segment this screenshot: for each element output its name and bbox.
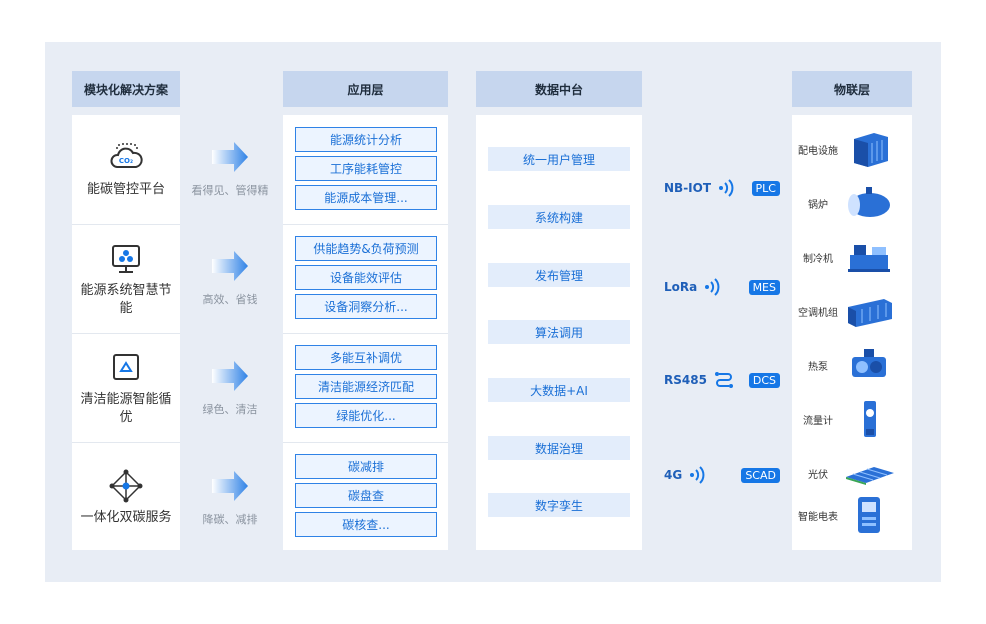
arrow-right-icon <box>212 361 248 391</box>
divider <box>283 442 448 443</box>
arrow-caption: 高效、省钱 <box>202 293 258 306</box>
co2-cloud-icon: CO₂ <box>110 142 143 168</box>
monitor-icon <box>112 244 140 273</box>
network-icon <box>109 469 143 502</box>
protocol-row: RS485 DCS <box>664 368 780 392</box>
protocol-badge: MES <box>748 279 780 295</box>
protocol-badge: SCAD <box>741 467 780 483</box>
protocol-row: LoRa MES <box>664 275 780 299</box>
platform-item[interactable]: 数字孪生 <box>488 493 630 517</box>
iot-device[interactable]: 智能电表 <box>792 493 912 537</box>
app-item[interactable]: 碳盘查 <box>295 483 437 508</box>
protocol-badge: DCS <box>748 372 780 388</box>
arrow-group: 高效、省钱 <box>186 249 274 307</box>
arrow-caption: 绿色、清洁 <box>202 403 258 416</box>
divider <box>72 442 180 443</box>
module-clean-energy[interactable]: 清洁能源智能循优 <box>72 334 180 443</box>
solar-panel-icon <box>846 467 894 485</box>
serial-cable-icon <box>714 372 733 388</box>
module-title: 清洁能源智能循优 <box>80 391 172 425</box>
iot-layer-header: 物联层 <box>792 71 912 107</box>
iot-device[interactable]: 流量计 <box>792 397 912 441</box>
protocol-name: NB-IOT <box>664 181 712 195</box>
arrow-caption: 降碳、减排 <box>202 513 258 526</box>
ahu-icon <box>848 299 892 327</box>
iot-device-label: 锅炉 <box>808 199 828 211</box>
app-item[interactable]: 供能趋势&负荷预测 <box>295 236 437 261</box>
platform-item[interactable]: 算法调用 <box>488 320 630 344</box>
module-dual-carbon[interactable]: 一体化双碳服务 <box>72 443 180 552</box>
app-item[interactable]: 能源统计分析 <box>295 127 437 152</box>
arrow-group: 降碳、减排 <box>186 469 274 527</box>
iot-device-label: 制冷机 <box>803 253 833 265</box>
iot-panel: 配电设施 锅炉 制冷机 空调机组 热泵 流量计 <box>792 115 912 550</box>
iot-device-label: 配电设施 <box>798 145 838 157</box>
divider <box>72 333 180 334</box>
app-item[interactable]: 碳核查... <box>295 512 437 537</box>
app-item[interactable]: 设备洞察分析... <box>295 294 437 319</box>
protocol-row: NB-IOT PLC <box>664 176 780 200</box>
iot-device-label: 空调机组 <box>798 307 838 319</box>
app-item[interactable]: 清洁能源经济匹配 <box>295 374 437 399</box>
arrow-right-icon <box>212 251 248 281</box>
app-layer-header: 应用层 <box>283 71 448 107</box>
arrow-group: 看得见、管得精 <box>186 140 274 198</box>
module-title: 能源系统智慧节能 <box>80 282 172 316</box>
platform-item[interactable]: 发布管理 <box>488 263 630 287</box>
divider <box>283 224 448 225</box>
svg-text:CO₂: CO₂ <box>119 157 133 165</box>
platform-item[interactable]: 数据治理 <box>488 436 630 460</box>
arrow-right-icon <box>212 471 248 501</box>
app-item[interactable]: 能源成本管理... <box>295 185 437 210</box>
arrow-caption: 看得见、管得精 <box>191 184 269 197</box>
module-title: 一体化双碳服务 <box>80 509 172 525</box>
iot-device-label: 热泵 <box>808 361 828 373</box>
heat-pump-icon <box>852 349 886 377</box>
app-item[interactable]: 设备能效评估 <box>295 265 437 290</box>
wireless-signal-icon <box>719 179 734 197</box>
recycle-icon <box>113 353 139 380</box>
modules-panel: CO₂ 能碳管控平台 能源系统智慧节能 清洁能源智能循优 一体化双碳服务 <box>72 115 180 550</box>
iot-device[interactable]: 光伏 <box>792 451 912 495</box>
data-platform-header: 数据中台 <box>476 71 642 107</box>
protocol-name: RS485 <box>664 373 707 387</box>
iot-device-label: 流量计 <box>803 415 833 427</box>
platform-item[interactable]: 统一用户管理 <box>488 147 630 171</box>
iot-device[interactable]: 配电设施 <box>792 127 912 171</box>
iot-device-label: 智能电表 <box>798 511 838 523</box>
protocol-row: 4G SCAD <box>664 463 780 487</box>
iot-device[interactable]: 锅炉 <box>792 181 912 225</box>
app-item[interactable]: 工序能耗管控 <box>295 156 437 181</box>
divider <box>72 224 180 225</box>
wireless-signal-icon <box>690 466 705 484</box>
divider <box>283 333 448 334</box>
app-item[interactable]: 多能互补调优 <box>295 345 437 370</box>
app-layer-panel: 能源统计分析 工序能耗管控 能源成本管理... 供能趋势&负荷预测 设备能效评估… <box>283 115 448 550</box>
flow-meter-icon <box>864 401 876 437</box>
protocol-name: 4G <box>664 468 683 482</box>
data-platform-panel: 统一用户管理 系统构建 发布管理 算法调用 大数据+AI 数据治理 数字孪生 <box>476 115 642 550</box>
platform-item[interactable]: 大数据+AI <box>488 378 630 402</box>
module-carbon-control[interactable]: CO₂ 能碳管控平台 <box>72 115 180 224</box>
platform-item[interactable]: 系统构建 <box>488 205 630 229</box>
switchgear-icon <box>854 133 888 167</box>
iot-device[interactable]: 空调机组 <box>792 289 912 333</box>
modules-header: 模块化解决方案 <box>72 71 180 107</box>
smart-meter-icon <box>858 497 880 533</box>
app-item[interactable]: 碳减排 <box>295 454 437 479</box>
protocol-name: LoRa <box>664 280 698 294</box>
iot-device-label: 光伏 <box>808 469 828 481</box>
app-item[interactable]: 绿能优化... <box>295 403 437 428</box>
module-title: 能碳管控平台 <box>86 181 165 197</box>
arrow-right-icon <box>212 142 248 172</box>
iot-device[interactable]: 制冷机 <box>792 235 912 279</box>
chiller-icon <box>848 245 890 272</box>
wireless-signal-icon <box>705 278 720 296</box>
protocol-badge: PLC <box>751 180 780 196</box>
module-smart-energy-saving[interactable]: 能源系统智慧节能 <box>72 225 180 334</box>
arrow-group: 绿色、清洁 <box>186 359 274 417</box>
boiler-icon <box>848 187 890 217</box>
iot-device[interactable]: 热泵 <box>792 343 912 387</box>
